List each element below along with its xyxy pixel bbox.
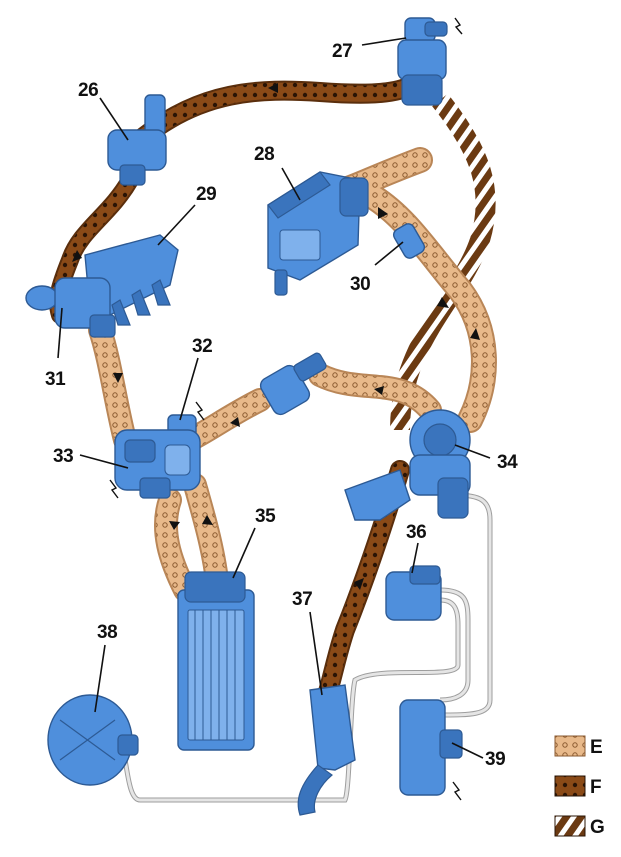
legend-label-f: F	[590, 777, 602, 798]
legend-label-e: E	[590, 737, 603, 758]
leader-37	[309, 611, 323, 696]
legend-item-g: G	[554, 815, 605, 838]
callout-28: 28	[254, 144, 274, 165]
vacuum-pump	[47, 694, 139, 786]
leader-31	[57, 307, 63, 359]
leader-38	[94, 644, 106, 713]
legend-item-f: F	[554, 775, 602, 798]
bypass-valve	[107, 94, 167, 186]
callout-26: 26	[78, 80, 98, 101]
turbocharger	[344, 409, 471, 521]
egr-valve	[397, 17, 463, 106]
leader-26	[99, 97, 129, 141]
callout-38: 38	[97, 622, 117, 643]
callout-39: 39	[485, 749, 505, 770]
flow-arrows	[72, 83, 480, 590]
callout-35: 35	[255, 506, 276, 527]
legend: E F G	[554, 735, 605, 838]
catalytic-converter	[297, 684, 356, 816]
callout-34: 34	[497, 452, 518, 473]
callout-33: 33	[53, 446, 73, 467]
wastegate-actuator	[25, 277, 116, 338]
throttle-body	[259, 352, 327, 416]
leader-30	[374, 241, 404, 266]
callout-29: 29	[196, 184, 216, 205]
callout-30: 30	[350, 274, 370, 295]
callout-32: 32	[192, 336, 212, 357]
pressure-converter	[399, 699, 463, 801]
leader-27	[361, 37, 407, 46]
callout-37: 37	[292, 589, 312, 610]
callout-36: 36	[406, 522, 426, 543]
callout-31: 31	[45, 369, 66, 390]
leader-29	[157, 204, 196, 246]
intercooler	[177, 571, 255, 751]
leader-35	[232, 527, 256, 579]
legend-label-g: G	[590, 817, 605, 838]
throttle-housing	[114, 429, 201, 499]
vacuum-solenoid	[385, 565, 442, 621]
leader-34	[454, 444, 491, 459]
leader-36	[411, 542, 419, 574]
legend-item-e: E	[554, 735, 603, 758]
leader-32	[179, 357, 199, 421]
callout-27: 27	[332, 41, 352, 62]
egr-duct	[390, 93, 496, 431]
air-filter-box	[267, 171, 369, 296]
leader-39	[451, 742, 484, 759]
leader-33	[79, 454, 129, 469]
electrical-connection-icon	[109, 479, 119, 499]
hose-clamp	[392, 223, 426, 259]
leader-28	[281, 167, 301, 201]
